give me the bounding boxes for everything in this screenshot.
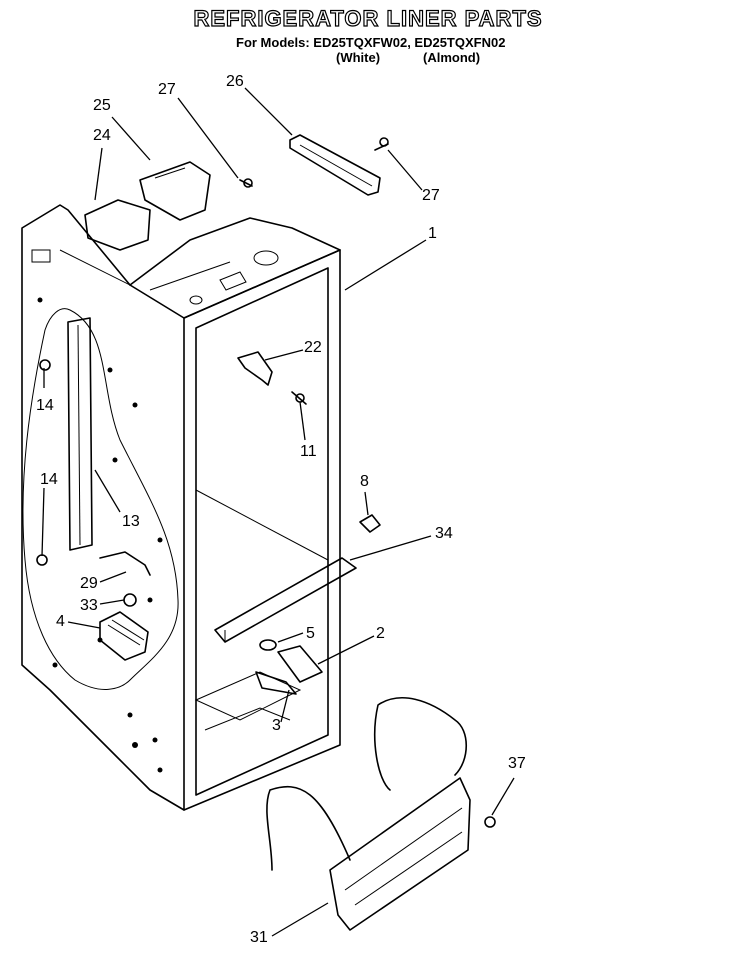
- callout-29: 29: [80, 575, 98, 592]
- callout-37: 37: [508, 755, 526, 772]
- grille-4: [99, 611, 149, 661]
- callout-14-upper: 14: [36, 397, 54, 414]
- bumper-8: [359, 514, 381, 533]
- leader-lines: [41, 87, 515, 937]
- callout-8: 8: [360, 473, 369, 490]
- screw-27-b: [374, 137, 389, 151]
- callout-31: 31: [250, 929, 268, 946]
- part-3: [255, 671, 297, 695]
- part-5: [259, 639, 277, 651]
- callout-2: 2: [376, 625, 385, 642]
- callout-24: 24: [93, 127, 111, 144]
- shelf-support-34: [214, 557, 357, 643]
- callout-25: 25: [93, 97, 111, 114]
- callout-27-top: 27: [158, 81, 176, 98]
- callout-34: 34: [435, 525, 453, 542]
- variant-white: (White): [336, 50, 381, 65]
- liner-cabinet: [21, 204, 341, 811]
- callout-33: 33: [80, 597, 98, 614]
- bracket-22: [237, 351, 273, 386]
- vertical-rail-13: [67, 317, 93, 551]
- control-housing-24-25: [84, 161, 211, 251]
- screw-14-b: [36, 554, 48, 566]
- callout-27-right: 27: [422, 187, 440, 204]
- callout-4: 4: [56, 613, 65, 630]
- screw-27-a: [239, 178, 253, 188]
- callout-13: 13: [122, 513, 140, 530]
- crisper-cover-31: [266, 697, 471, 931]
- callout-26: 26: [226, 73, 244, 90]
- callout-3: 3: [272, 717, 281, 734]
- screw-14-a: [39, 359, 51, 371]
- screw-37: [484, 816, 496, 828]
- callout-14-lower: 14: [40, 471, 58, 488]
- diagram-title: REFRIGERATOR LINER PARTS: [193, 5, 543, 31]
- callout-1: 1: [428, 225, 437, 242]
- top-bracket-26: [289, 134, 381, 196]
- models-line: For Models: ED25TQXFW02, ED25TQXFN02: [236, 35, 506, 50]
- callout-11: 11: [300, 443, 317, 460]
- part-2: [277, 645, 323, 683]
- callout-22: 22: [304, 339, 322, 356]
- variant-almond: (Almond): [423, 50, 481, 65]
- screw-11: [291, 391, 307, 405]
- callout-5: 5: [306, 625, 315, 642]
